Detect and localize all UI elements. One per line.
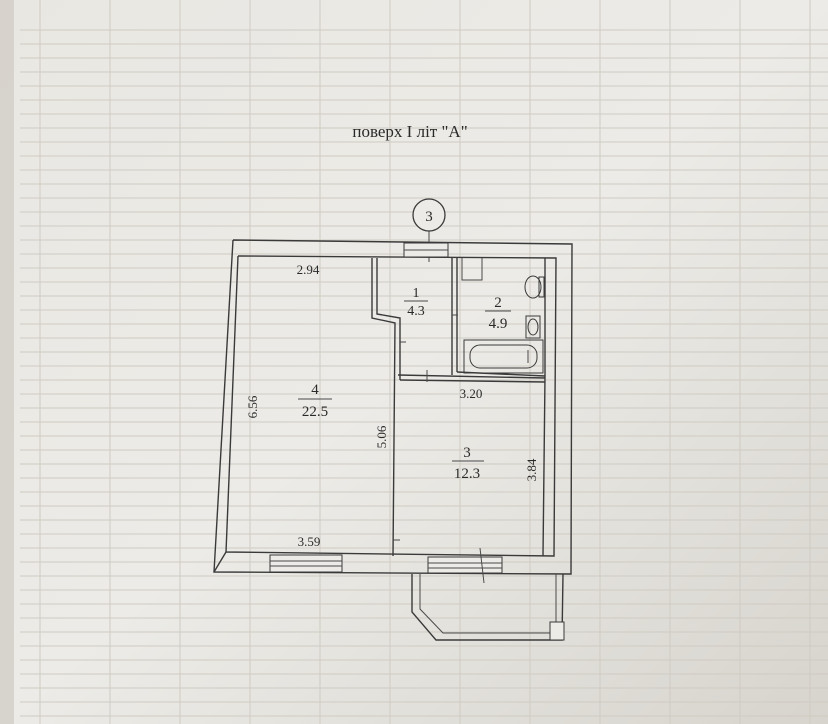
background-grid: [20, 0, 828, 724]
bathtub: [463, 339, 544, 374]
top-window: [403, 242, 449, 258]
dim-left-height: 6.56: [245, 395, 260, 418]
balcony: [411, 573, 565, 641]
room-2-area: 4.9: [489, 316, 508, 332]
dim-room3-height: 3.84: [524, 458, 539, 481]
bottom-window-right: [427, 547, 503, 584]
exterior-walls: [213, 239, 573, 575]
room-1-area: 4.3: [407, 304, 425, 319]
interior-walls: [371, 258, 546, 557]
room-4-number: 4: [311, 382, 319, 398]
section-marker-label: 3: [425, 209, 433, 225]
room-3-label: 3 12.3: [452, 445, 484, 482]
floor-title: поверх I літ "А": [352, 122, 467, 141]
dim-bottom-left: 3.59: [298, 534, 321, 549]
room-4-label: 4 22.5: [298, 382, 332, 420]
paper-edge-shadow: [0, 0, 14, 724]
room-3-area: 12.3: [454, 466, 480, 482]
room-2-label: 2 4.9: [485, 295, 511, 332]
dim-room3-width: 3.20: [460, 386, 483, 401]
dim-inner-wall: 5.06: [374, 425, 389, 448]
room-2-number: 2: [494, 295, 502, 311]
sink: [525, 315, 541, 339]
bottom-window-left: [269, 554, 343, 573]
toilet: [524, 275, 545, 299]
section-marker: 3: [412, 198, 446, 262]
dim-top-left: 2.94: [297, 262, 320, 277]
room-1-label: 1 4.3: [404, 286, 428, 319]
room-4-area: 22.5: [302, 404, 328, 420]
room-3-number: 3: [463, 445, 471, 461]
room-1-number: 1: [413, 286, 420, 301]
